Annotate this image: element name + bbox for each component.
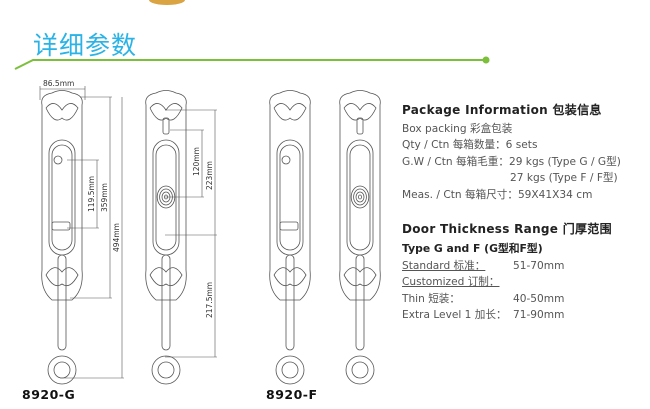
dim-120: 120mm [192, 147, 201, 176]
door-row: Extra Level 1 加长： 71-90mm [402, 307, 647, 323]
package-line: Box packing 彩盒包装 [402, 123, 513, 135]
door-heading: Door Thickness Range 门厚范围 [402, 221, 612, 236]
dim-359: 359mm [100, 183, 109, 212]
dim-494: 494mm [112, 223, 121, 252]
dim-width: 86.5mm [43, 79, 74, 88]
dim-119-5: 119.5mm [87, 176, 96, 212]
door-row-label: Thin 短装： [402, 292, 460, 305]
door-row-value: 51-70mm [513, 259, 565, 272]
door-row: Customized 订制： [402, 274, 647, 290]
door-row-value: 40-50mm [513, 292, 565, 305]
door-row: Thin 短装： 40-50mm [402, 291, 647, 307]
door-handle-front [41, 90, 83, 385]
door-row-label: Standard 标准： [402, 259, 486, 272]
spec-panel: Package Information 包装信息 Box packing 彩盒包… [402, 101, 647, 324]
package-line: Qty / Ctn 每箱数量：6 sets [402, 139, 538, 152]
top-ornament [149, 0, 185, 5]
dim-223: 223mm [205, 161, 214, 190]
package-heading: Package Information 包装信息 [402, 103, 602, 117]
dimension-lines [39, 86, 217, 379]
door-row-label: Extra Level 1 加长： [402, 309, 507, 322]
door-row-value: 71-90mm [513, 309, 565, 322]
door-subheading: Type G and F (G型和F型) [402, 241, 543, 255]
dim-217-5: 217.5mm [205, 282, 214, 318]
door-handle-back [145, 90, 187, 385]
section-divider-line [14, 59, 485, 70]
model-label-g: 8920-G [22, 387, 76, 402]
section-title: 详细参数 [33, 31, 138, 60]
package-line: G.W / Ctn 每箱毛重：29 kgs (Type G / G型) [402, 155, 621, 168]
door-row: Standard 标准： 51-70mm [402, 258, 647, 274]
door-handle-back [339, 90, 381, 385]
package-line: Meas. / Ctn 每箱尺寸：59X41X34 cm [402, 188, 593, 201]
divider-dot [482, 56, 490, 64]
package-line: 27 kgs (Type F / F型) [510, 172, 618, 185]
model-label-f: 8920-F [266, 387, 318, 402]
door-handle-front [269, 90, 311, 385]
door-row-label: Customized 订制： [402, 276, 500, 289]
